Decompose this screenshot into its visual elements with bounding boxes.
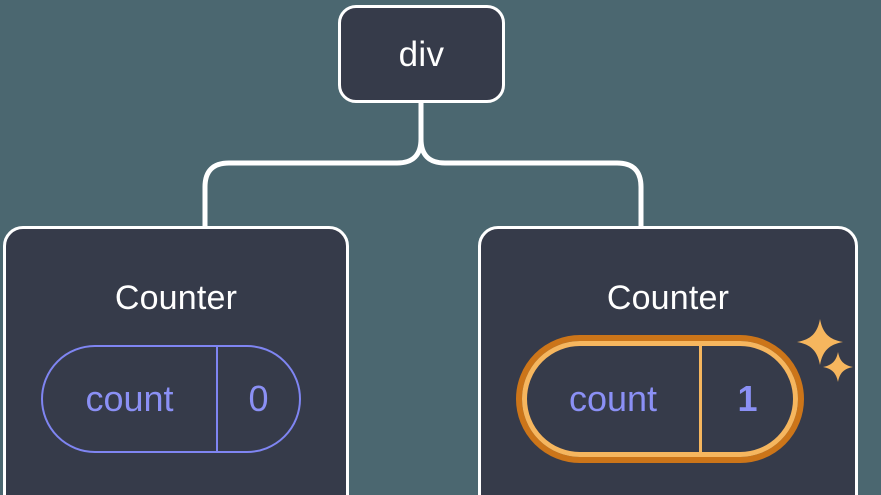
state-pill-count-left[interactable]: count 0: [41, 345, 301, 453]
state-key-label-highlighted: count: [527, 346, 702, 452]
state-value-label: 0: [248, 378, 269, 419]
node-counter-left-title: Counter: [114, 279, 238, 317]
node-div[interactable]: div: [338, 5, 505, 103]
state-key-label: count: [43, 347, 218, 451]
sparkle-large-icon: [797, 319, 843, 365]
connector-branch-right: [418, 100, 644, 229]
sparkle-small-icon: [823, 352, 853, 382]
node-div-label: div: [398, 34, 445, 74]
connector-branch-left: [202, 100, 424, 229]
node-counter-right-title: Counter: [606, 279, 730, 317]
state-value-label-highlighted: 1: [737, 378, 758, 419]
state-pill-count-right-highlighted[interactable]: count 1: [516, 335, 804, 463]
